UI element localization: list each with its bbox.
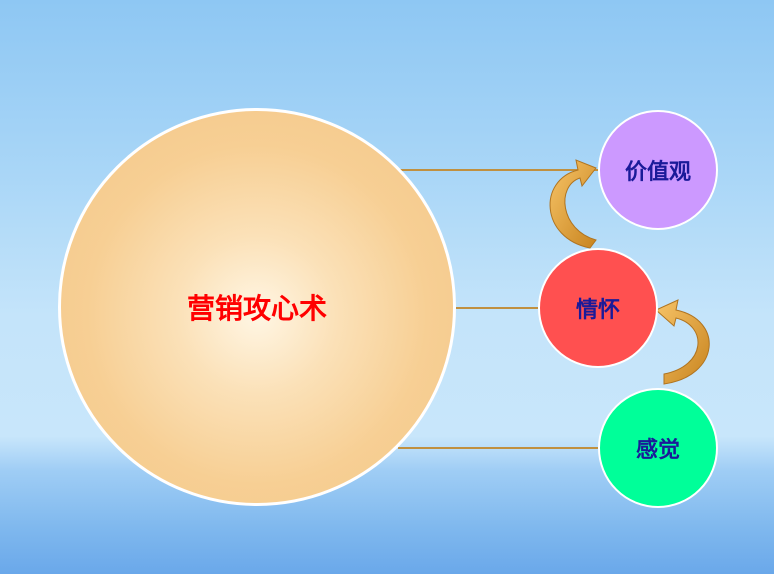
node-values-label: 价值观	[624, 160, 691, 185]
node-values: 价值观	[598, 110, 718, 230]
curved-arrow-icon	[549, 159, 597, 249]
curved-arrow-icon	[655, 299, 710, 385]
main-circle-label: 营销攻心术	[186, 292, 327, 325]
node-sense-label: 感觉	[635, 438, 680, 463]
node-feelings-label: 情怀	[575, 298, 620, 323]
node-feelings: 情怀	[538, 248, 658, 368]
node-sense: 感觉	[598, 388, 718, 508]
main-circle: 营销攻心术	[58, 108, 456, 506]
